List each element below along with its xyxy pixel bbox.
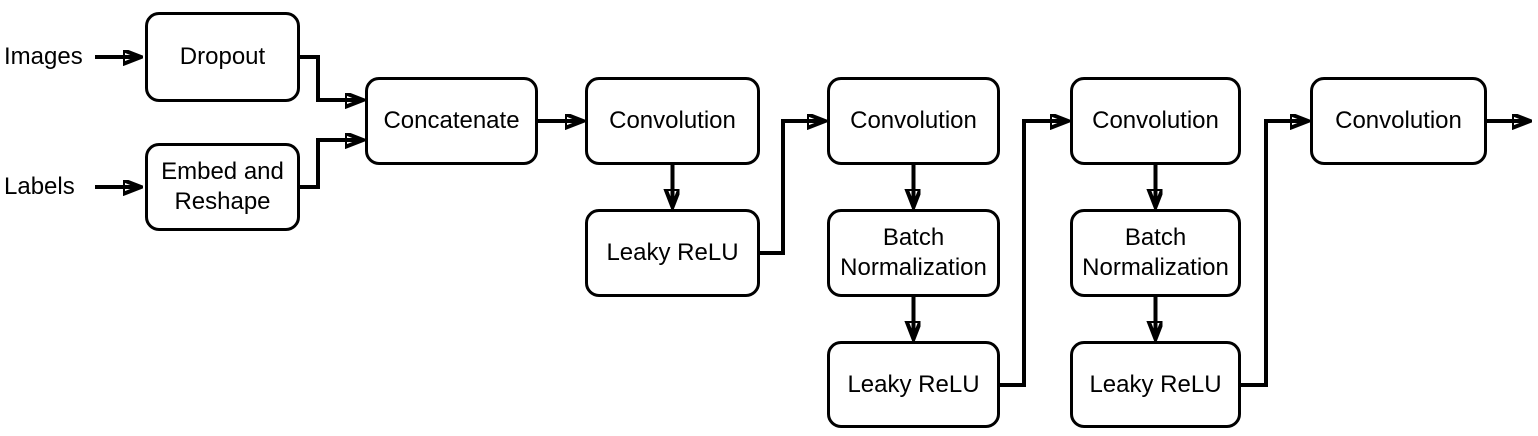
node-label: Embed and Reshape — [161, 158, 284, 215]
edge-lrelu3-to-conv4 — [1241, 121, 1307, 387]
node-convolution-3: Convolution — [1070, 77, 1241, 165]
node-label: Dropout — [179, 43, 266, 70]
node-label: Convolution — [1335, 107, 1462, 134]
node-label: Convolution — [1092, 107, 1219, 134]
node-convolution-4: Convolution — [1310, 77, 1487, 165]
node-convolution-2: Convolution — [827, 77, 1000, 165]
node-label: Convolution — [850, 107, 977, 134]
node-label: Batch Normalization — [1082, 224, 1229, 281]
node-concatenate: Concatenate — [365, 77, 538, 165]
node-label: Batch Normalization — [840, 224, 987, 281]
node-batch-normalization-2: Batch Normalization — [1070, 209, 1241, 297]
node-embed-reshape: Embed and Reshape — [145, 143, 300, 231]
node-label: Concatenate — [383, 107, 520, 134]
edge-lrelu1-to-conv2 — [760, 121, 824, 255]
input-label-images: Images — [4, 43, 83, 70]
node-label: Leaky ReLU — [847, 370, 980, 398]
node-convolution-1: Convolution — [585, 77, 760, 165]
edge-dropout-to-concatenate — [300, 55, 362, 100]
node-batch-normalization-1: Batch Normalization — [827, 209, 1000, 297]
node-leaky-relu-2: Leaky ReLU — [827, 341, 1000, 428]
edge-lrelu2-to-conv3 — [1000, 121, 1067, 387]
node-label: Convolution — [609, 107, 736, 134]
node-leaky-relu-1: Leaky ReLU — [585, 209, 760, 297]
node-leaky-relu-3: Leaky ReLU — [1070, 341, 1241, 428]
node-label: Leaky ReLU — [606, 239, 739, 266]
edge-embed-to-concatenate — [300, 140, 362, 189]
node-dropout: Dropout — [145, 12, 300, 102]
input-label-labels: Labels — [4, 173, 75, 200]
node-label: Leaky ReLU — [1089, 370, 1222, 398]
